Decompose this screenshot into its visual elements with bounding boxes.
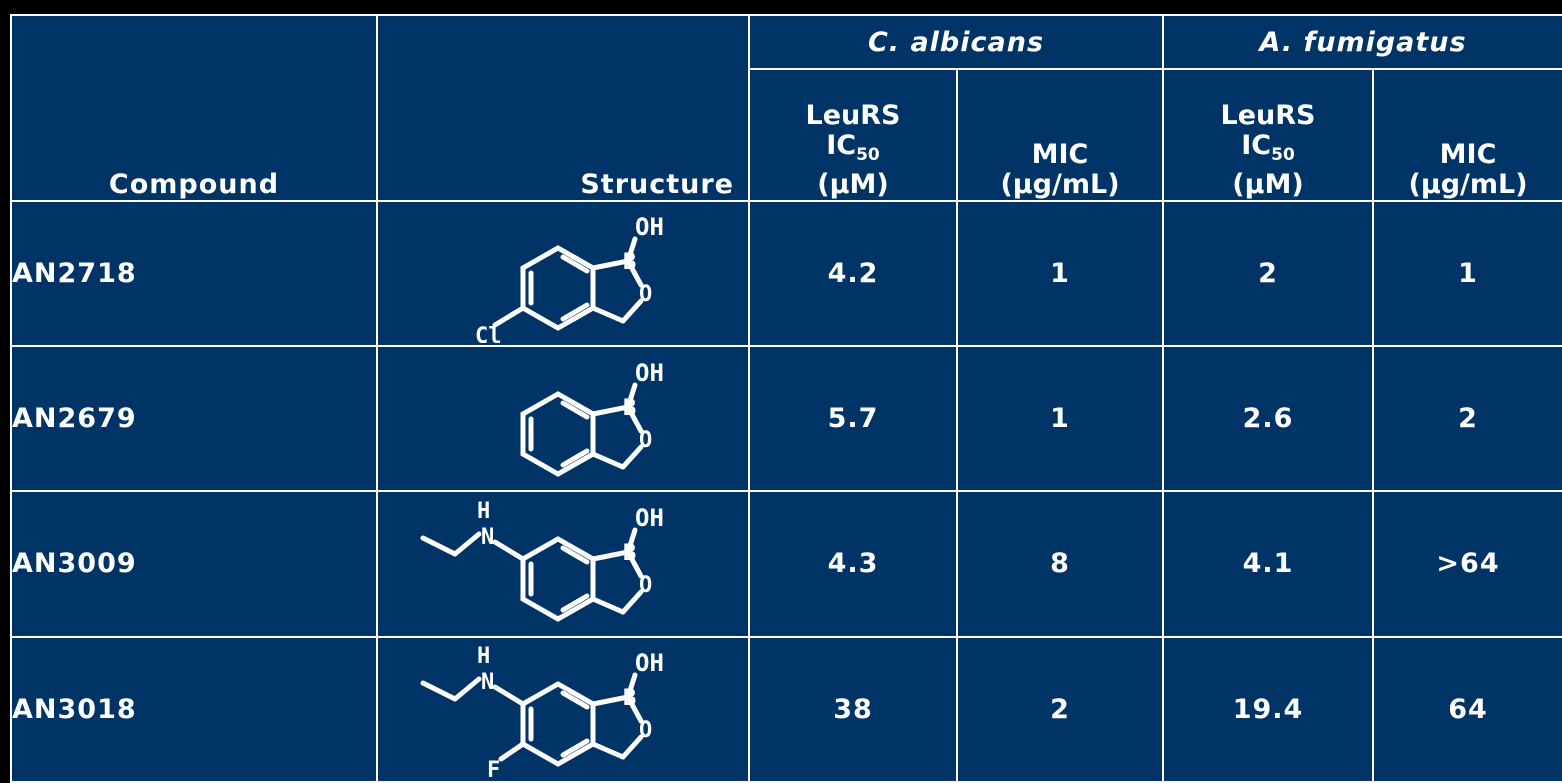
structure-cell: OH B O H N F xyxy=(376,635,750,783)
header-ca-leurs-ic50: LeuRS IC50 (µM) xyxy=(748,68,958,202)
af-mic-value: >64 xyxy=(1372,490,1562,638)
header-af-leurs-ic50: LeuRS IC50 (µM) xyxy=(1162,68,1375,202)
header-row-measures: LeuRS IC50 (µM) MIC (µg/mL) LeuRS IC50 (… xyxy=(11,68,1562,202)
leurs-label: LeuRS xyxy=(805,99,901,131)
compound-name: AN2679 xyxy=(10,344,378,493)
um-unit-label: (µM) xyxy=(1232,168,1304,200)
structure-cell: OH B O H N xyxy=(376,490,750,638)
ca-mic-value: 8 xyxy=(955,490,1165,638)
compound-name: AN3018 xyxy=(10,635,378,783)
ca-ic50-value: 4.2 xyxy=(748,199,958,347)
nitrogen-label: N xyxy=(481,525,494,550)
header-row-species: Compound Structure C. albicans A. fumiga… xyxy=(10,13,1562,202)
af-mic-value: 64 xyxy=(1372,635,1562,783)
header-c-albicans: C. albicans xyxy=(747,13,1165,71)
leurs-label: LeuRS xyxy=(1220,99,1316,131)
table-row: AN2679 OH B O xyxy=(10,344,1562,493)
boron-label: B xyxy=(623,541,636,566)
boron-label: B xyxy=(623,250,636,275)
chloro-benzoxaborole-icon: OH B O Cl xyxy=(475,213,664,343)
af-ic50-value: 19.4 xyxy=(1162,635,1375,783)
compound-name: AN2718 xyxy=(10,199,378,347)
ic-subscript: 50 xyxy=(1271,144,1295,165)
oxygen-label: O xyxy=(639,428,652,453)
af-mic-value: 1 xyxy=(1372,199,1562,347)
mic-unit-label: (µg/mL) xyxy=(1000,168,1120,200)
compound-name: AN3009 xyxy=(10,490,378,638)
nitrogen-label: N xyxy=(481,670,494,695)
ic50-label: IC50 xyxy=(750,129,956,170)
ic50-label: IC50 xyxy=(1164,129,1372,170)
header-a-fumigatus: A. fumigatus xyxy=(1162,13,1562,71)
hydrogen-label: H xyxy=(477,499,490,524)
fluoro-ethylamino-benzoxaborole-icon: OH B O H N F xyxy=(420,644,664,779)
header-compound: Compound xyxy=(10,14,378,202)
table-row: AN3009 OH xyxy=(10,490,1562,638)
hydroxyl-label: OH xyxy=(635,359,664,387)
af-mic-value: 2 xyxy=(1372,344,1562,493)
boron-label: B xyxy=(623,396,636,421)
ca-mic-value: 1 xyxy=(955,344,1165,493)
ca-ic50-value: 5.7 xyxy=(748,344,958,493)
table-row: AN3018 O xyxy=(10,635,1562,783)
oxygen-label: O xyxy=(639,282,652,307)
mic-label: MIC xyxy=(1031,138,1089,170)
hydroxyl-label: OH xyxy=(635,213,664,241)
chlorine-label: Cl xyxy=(475,324,502,343)
ic-text: IC xyxy=(1241,129,1272,161)
mic-label: MIC xyxy=(1439,138,1497,170)
hydroxyl-label: OH xyxy=(635,504,664,532)
header-structure: Structure xyxy=(376,14,750,202)
ca-mic-value: 2 xyxy=(955,635,1165,783)
af-ic50-value: 2.6 xyxy=(1162,344,1375,493)
table-row: AN2718 OH B O xyxy=(10,199,1562,347)
ethylamino-benzoxaborole-icon: OH B O H N xyxy=(420,499,664,622)
ic-text: IC xyxy=(826,129,857,161)
antifungal-activity-table: Compound Structure C. albicans A. fumiga… xyxy=(10,13,1562,783)
um-unit-label: (µM) xyxy=(817,168,889,200)
ca-ic50-value: 4.3 xyxy=(748,490,958,638)
header-af-mic: MIC (µg/mL) xyxy=(1372,68,1562,202)
fluorine-label: F xyxy=(487,758,500,779)
hydroxyl-label: OH xyxy=(635,649,664,677)
hydrogen-label: H xyxy=(477,644,490,669)
oxygen-label: O xyxy=(639,718,652,743)
structure-cell: OH B O Cl xyxy=(376,199,750,347)
boron-label: B xyxy=(623,686,636,711)
oxygen-label: O xyxy=(639,573,652,598)
structure-cell: OH B O xyxy=(376,344,750,493)
ca-ic50-value: 38 xyxy=(748,635,958,783)
benzoxaborole-icon: OH B O xyxy=(520,359,664,477)
header-ca-mic: MIC (µg/mL) xyxy=(955,68,1165,202)
ic-subscript: 50 xyxy=(856,144,880,165)
af-ic50-value: 4.1 xyxy=(1162,490,1375,638)
mic-unit-label: (µg/mL) xyxy=(1408,168,1528,200)
af-ic50-value: 2 xyxy=(1162,199,1375,347)
ca-mic-value: 1 xyxy=(955,199,1165,347)
